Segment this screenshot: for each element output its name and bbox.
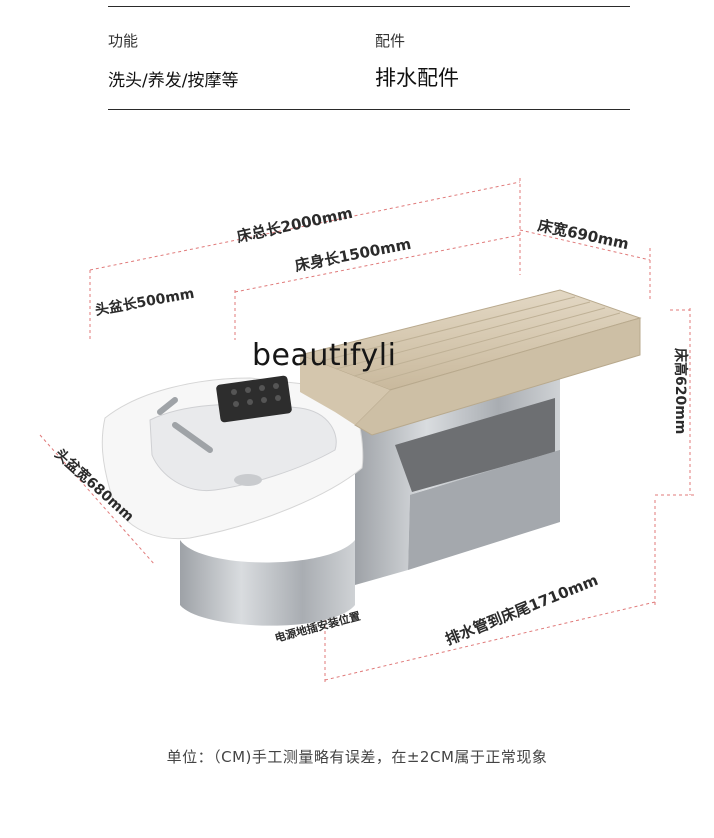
- accessory-label: 配件: [375, 32, 406, 50]
- drain-distance-label: 排水管到床尾1710mm: [443, 571, 601, 649]
- bed-width-label: 床宽690mm: [536, 216, 630, 253]
- basin-length-label: 头盆长500mm: [94, 285, 196, 319]
- steel-cabinet: [180, 375, 560, 626]
- shampoo-basin: [101, 375, 364, 540]
- function-label: 功能: [108, 32, 139, 50]
- bed-dimension-figure: 床总长2000mm 床身长1500mm 头盆长500mm 床宽690mm 床高6…: [39, 178, 695, 685]
- measurement-footnote: 单位：（CM)手工测量略有误差，在±2CM属于正常现象: [166, 748, 548, 766]
- brand-watermark: beautifyli: [252, 338, 397, 373]
- total-length-label: 床总长2000mm: [235, 204, 354, 246]
- top-divider: [108, 6, 630, 7]
- dimension-guides: [39, 178, 695, 685]
- bottom-divider: [108, 109, 630, 110]
- bed-cushion: [298, 289, 642, 436]
- bed-height-label: 床高620mm: [672, 348, 689, 434]
- accessory-value: 排水配件: [375, 66, 459, 90]
- function-value: 洗头/养发/按摩等: [108, 71, 239, 91]
